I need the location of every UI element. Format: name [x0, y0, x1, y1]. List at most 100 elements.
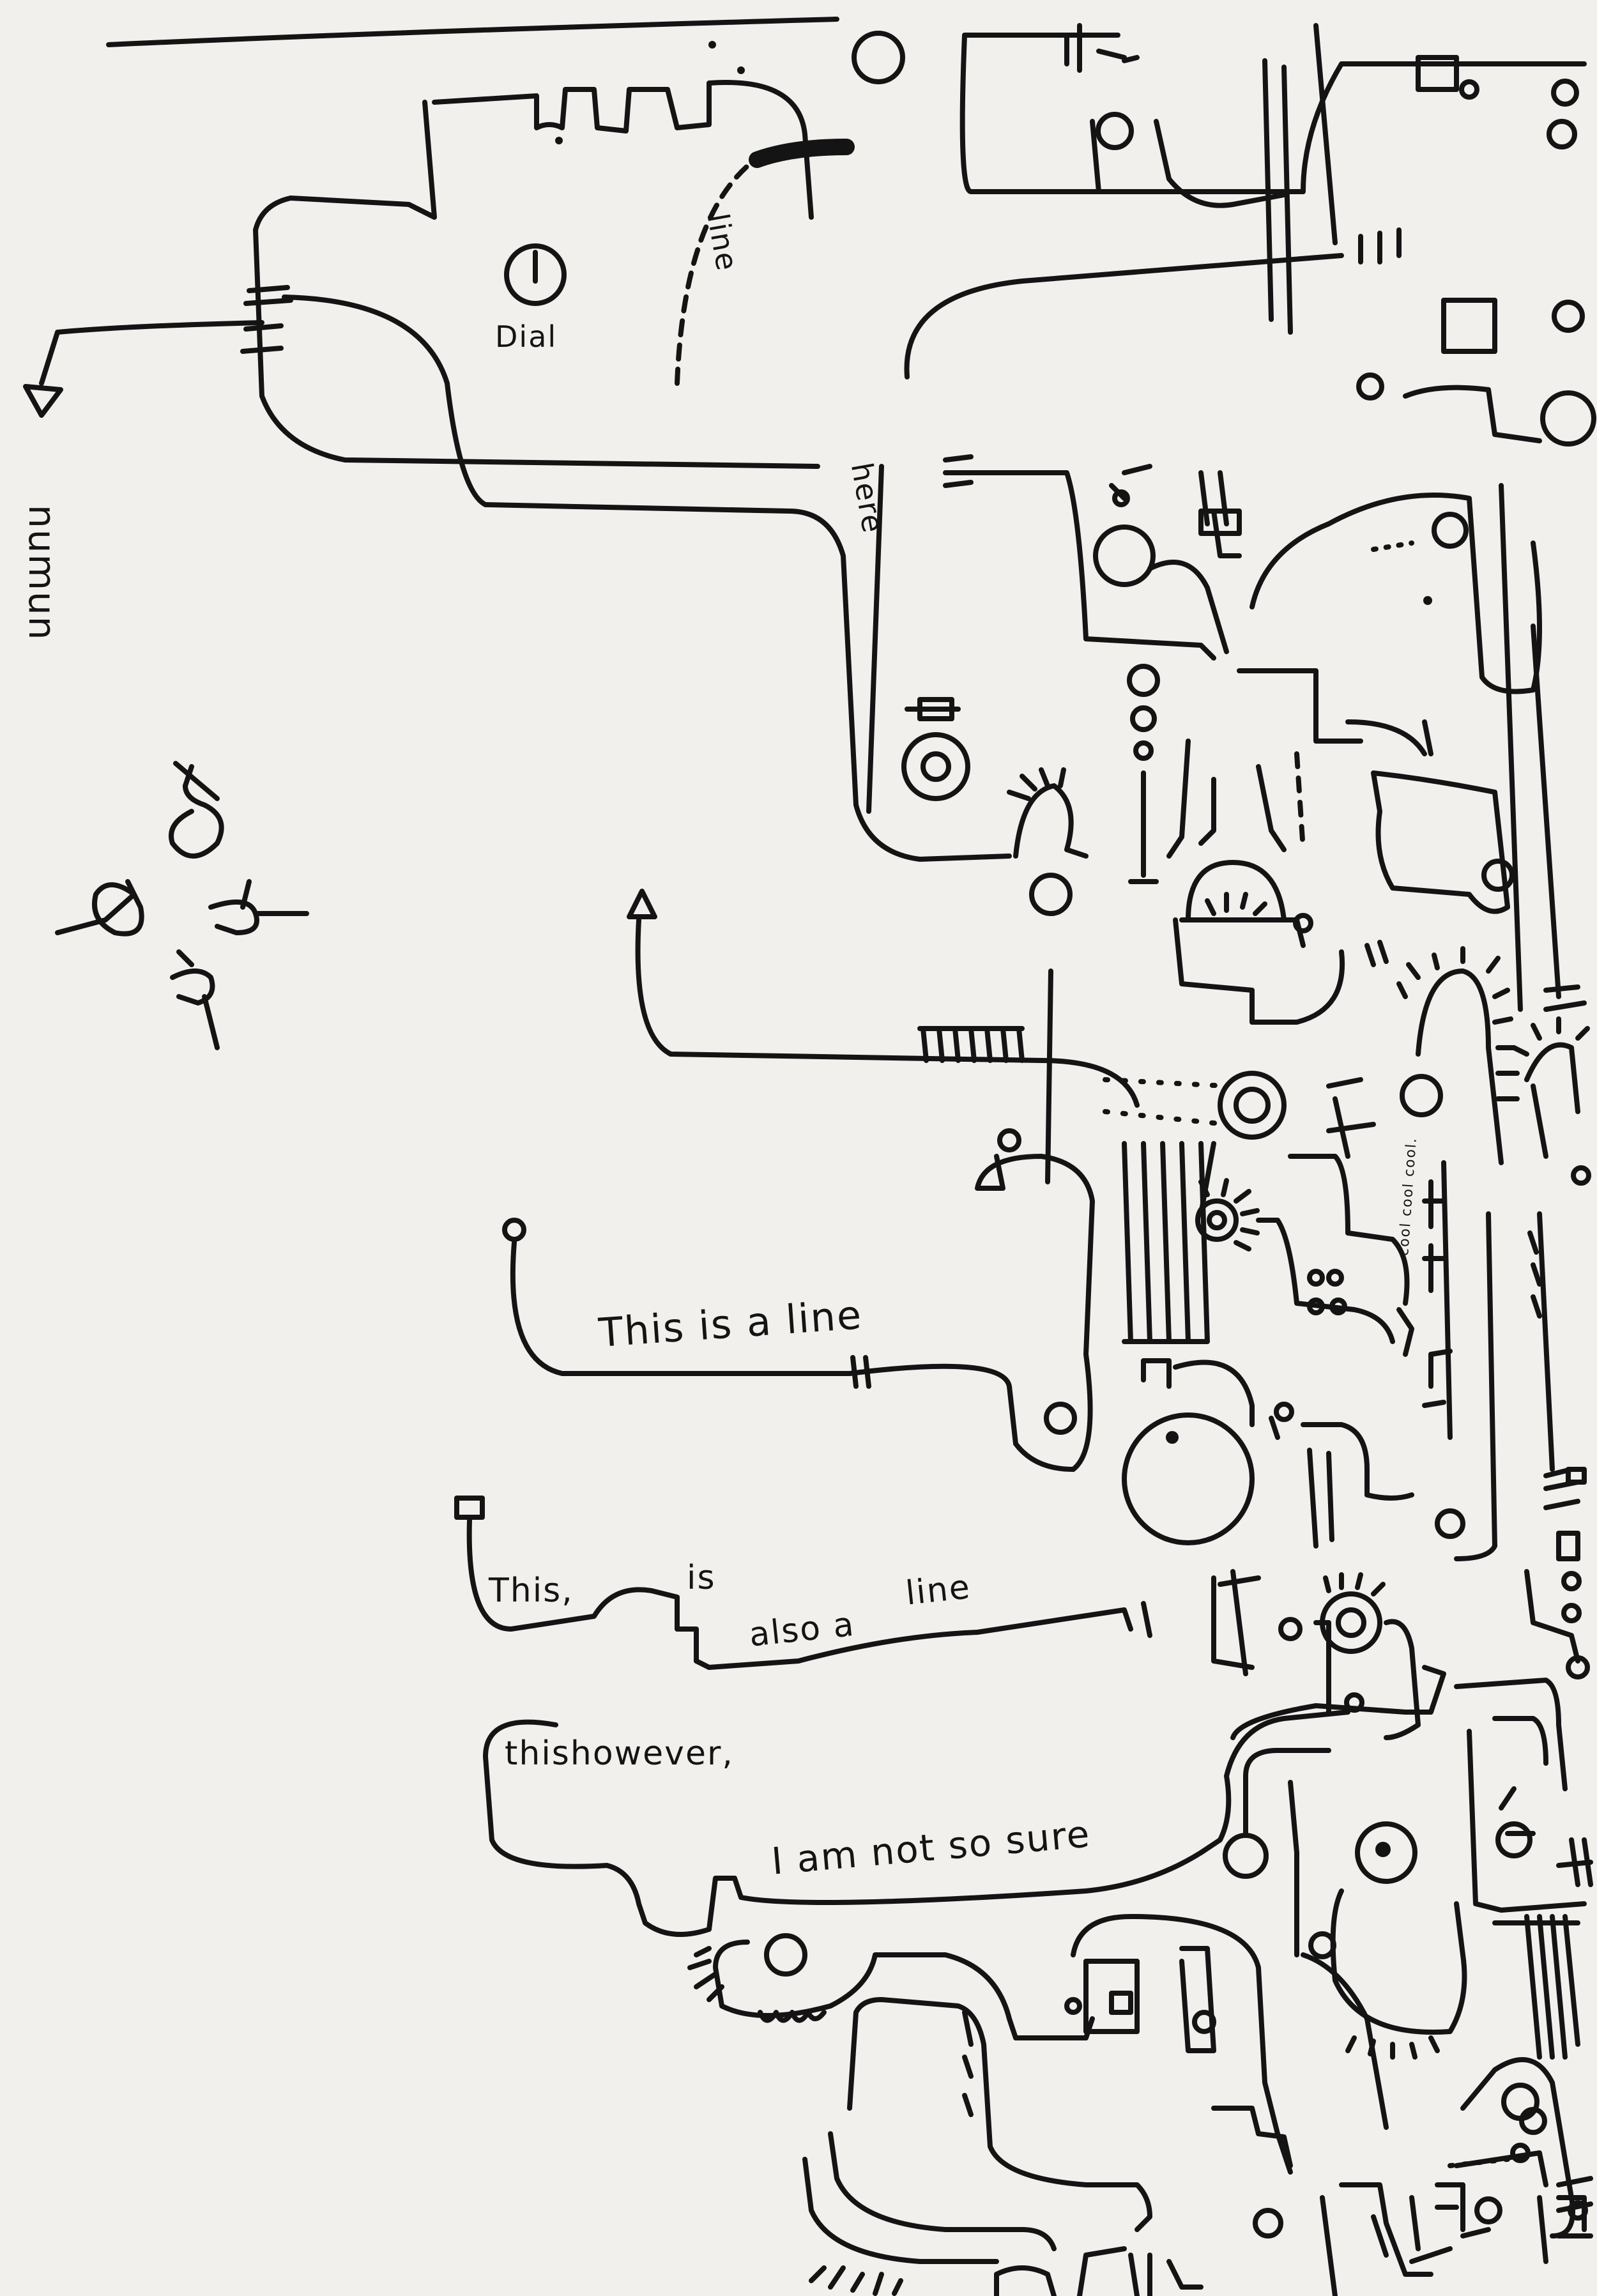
arrow-head-up [627, 889, 657, 919]
wire-right [1403, 385, 1542, 443]
wire [1307, 1448, 1334, 1549]
ring [1561, 1603, 1582, 1623]
ring [1435, 1508, 1465, 1539]
right-bumps [1524, 1042, 1580, 1159]
target [901, 732, 970, 801]
short-wire [943, 470, 1216, 661]
right-loop [1454, 1678, 1568, 1791]
wire [1288, 1154, 1410, 1306]
wire [1467, 1729, 1587, 1913]
bumps [758, 2010, 827, 2023]
ring [1192, 2010, 1216, 2034]
bottom-right-wires [1320, 2182, 1433, 2296]
bottom-fo [1435, 2182, 1465, 2232]
dome-wire [1173, 917, 1345, 1025]
ring [1561, 1571, 1582, 1591]
bracket [1211, 1569, 1261, 1676]
ring [997, 1128, 1021, 1152]
dotted-row [1371, 540, 1414, 552]
face-rays [1345, 2035, 1440, 2060]
start-ring [502, 1218, 526, 1242]
bottom-bars [962, 2010, 974, 2117]
dotted-row [1103, 1077, 1229, 1089]
ring [1551, 79, 1579, 107]
arch-rays [1396, 946, 1520, 1101]
bottom-loop [1071, 1914, 1293, 2175]
this-is-a-line-wire [510, 1154, 1095, 1472]
dot [555, 137, 563, 144]
ring [1459, 79, 1479, 100]
tick-mark [1499, 1786, 1536, 1836]
ring [1432, 512, 1469, 549]
gate-shape [1198, 470, 1242, 558]
arrow-up-wire [635, 917, 1140, 1108]
bottom-fo [1556, 2195, 1587, 2232]
square-chip [1556, 1531, 1580, 1561]
wire [1243, 1748, 1331, 1836]
target [1218, 1071, 1287, 1140]
ring [1307, 1269, 1325, 1287]
ring [1253, 2208, 1283, 2239]
symbol-swirl [169, 761, 224, 859]
double-bar [1326, 1077, 1376, 1159]
ring [1130, 705, 1157, 732]
head-top-notches [432, 80, 814, 220]
top-connectors [1064, 23, 1140, 73]
ring [1552, 300, 1585, 333]
square-chip [1109, 1991, 1133, 2015]
wire [1345, 719, 1427, 756]
ring [1547, 119, 1577, 149]
tick-mark [1364, 940, 1389, 967]
target-center [921, 751, 951, 782]
bump-rays [1511, 1016, 1590, 1057]
top-circle [852, 31, 905, 84]
bottom-edge-stepped [994, 2246, 1127, 2296]
dot [708, 41, 716, 49]
left-wire [39, 320, 264, 386]
arch-loop [1416, 968, 1504, 1165]
bracket-block [1166, 739, 1287, 859]
dot [1166, 1431, 1179, 1444]
target-center [1336, 1607, 1366, 1638]
bottom-bracket [1128, 2253, 1203, 2296]
tick-mark [1422, 1198, 1453, 1408]
dial-circle [504, 243, 567, 306]
double-bar [943, 454, 974, 488]
wire [1313, 1620, 1331, 1715]
wire [1237, 668, 1363, 744]
double-bar [1428, 1160, 1453, 1440]
square-chip [1566, 1467, 1587, 1485]
symbol-swirl [208, 879, 309, 935]
is-label: is [687, 1559, 716, 1597]
vertical-wire [1045, 968, 1053, 1184]
ring [1278, 1617, 1303, 1641]
ring [1501, 2083, 1540, 2121]
dotted-row [1103, 1109, 1229, 1127]
sun-rays [1323, 1572, 1386, 1596]
wire [1301, 1422, 1414, 1501]
ring [1029, 873, 1073, 916]
eye-outer [1355, 1821, 1417, 1884]
dashed-arc [675, 164, 750, 386]
head-outline [253, 100, 820, 469]
ring [1540, 390, 1596, 447]
tall-rail [1454, 1211, 1497, 1561]
ring [1329, 1297, 1347, 1315]
hook-rays [1007, 767, 1066, 801]
right-box [1371, 770, 1510, 914]
ring [1481, 859, 1515, 892]
tall-bracket [1179, 1946, 1216, 2053]
bottom-loop [1211, 2106, 1293, 2168]
bottom-wide-loop [847, 1997, 1152, 2232]
wire [1256, 1218, 1395, 1344]
ring [1293, 913, 1313, 933]
face-outline [1330, 1888, 1467, 2035]
ring [1223, 1833, 1269, 1879]
square-chip [1198, 509, 1242, 536]
symbol-swirl [55, 879, 144, 937]
bottom-right-wires [1371, 2214, 1491, 2264]
scribble [1269, 1416, 1280, 1440]
ring [1571, 1165, 1591, 1186]
wire [1422, 719, 1433, 756]
